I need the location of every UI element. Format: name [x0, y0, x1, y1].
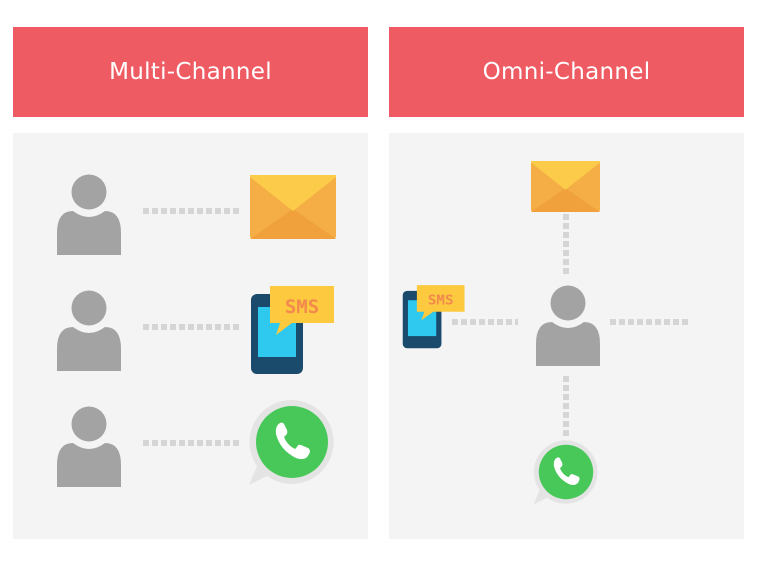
envelope-icon — [250, 175, 336, 239]
user-icon — [55, 405, 123, 487]
sms-phone-icon: SMS — [251, 286, 334, 374]
connector-line — [143, 324, 239, 330]
omni-channel-header: Omni-Channel — [389, 27, 744, 117]
whatsapp-icon — [532, 438, 600, 506]
user-icon — [534, 284, 602, 366]
connector-line — [610, 319, 690, 325]
multi-channel-title: Multi-Channel — [109, 59, 272, 85]
sms-phone-icon: SMS — [402, 285, 465, 349]
user-icon — [55, 289, 123, 371]
user-icon — [55, 173, 123, 255]
envelope-icon — [531, 161, 600, 212]
connector-line — [143, 440, 239, 446]
connector-line — [563, 214, 569, 276]
connector-line — [563, 376, 569, 438]
whatsapp-icon — [247, 397, 337, 487]
sms-label: SMS — [428, 293, 454, 309]
connector-line — [452, 319, 518, 325]
multi-channel-header: Multi-Channel — [13, 27, 368, 117]
sms-label: SMS — [285, 296, 319, 318]
omni-channel-title: Omni-Channel — [482, 59, 651, 85]
connector-line — [143, 208, 239, 214]
